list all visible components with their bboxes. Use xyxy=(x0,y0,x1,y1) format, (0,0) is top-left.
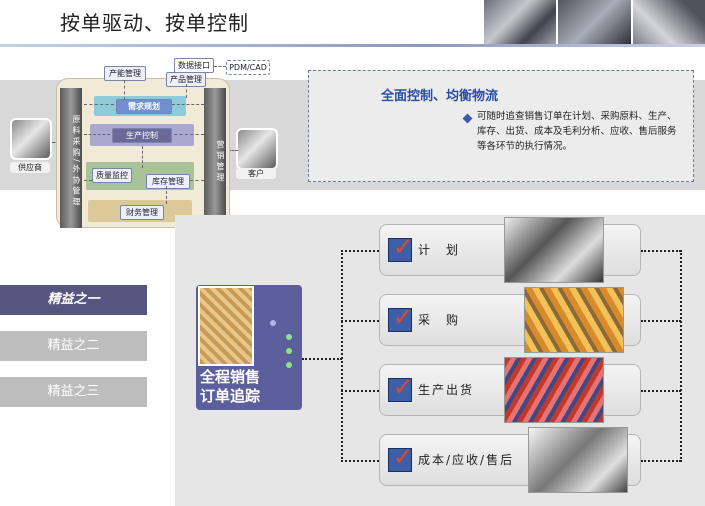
connector xyxy=(341,390,379,392)
checkbox-icon: ✓ xyxy=(388,233,413,262)
tab-lean-3[interactable]: 精益之三 xyxy=(0,377,147,407)
connector xyxy=(641,320,681,322)
pdm-module: PDM/CAD xyxy=(226,60,270,75)
checkbox-icon: ✓ xyxy=(388,373,413,402)
production-module: 生产控制 xyxy=(112,128,172,143)
warehouse-photo xyxy=(524,287,624,353)
inventory-module: 库存管理 xyxy=(146,174,190,189)
supplier-photo xyxy=(10,118,52,160)
header-photo xyxy=(632,0,705,44)
order-tracking-label: 全程销售 订单追踪 xyxy=(200,368,260,406)
bullet-diamond-icon xyxy=(462,113,473,124)
checkbox-icon: ✓ xyxy=(388,443,413,472)
connector xyxy=(341,460,379,462)
step-production: ✓ 生产出货 xyxy=(379,357,641,423)
flow-line xyxy=(166,186,167,204)
step-label: 计 划 xyxy=(418,243,461,257)
flow-line xyxy=(84,104,114,105)
data-interface-module: 数据接口 xyxy=(174,58,214,73)
marketing-pillar: 营销管理 xyxy=(204,88,226,228)
step-label: 生产出货 xyxy=(418,383,475,397)
flow-line xyxy=(174,134,204,135)
connector xyxy=(680,250,682,462)
header-photo xyxy=(558,0,631,44)
factory-photo xyxy=(504,357,604,423)
flow-line xyxy=(84,180,92,181)
indicator-dot xyxy=(286,334,292,340)
flow-line xyxy=(186,84,187,98)
indicator-dot xyxy=(286,348,292,354)
connector xyxy=(341,320,379,322)
connector xyxy=(341,250,379,252)
info-panel: 全面控制、均衡物流 可随时追查销售订单在计划、采购原料、生产、库存、出货、成本及… xyxy=(308,70,694,182)
flow-line xyxy=(190,180,204,181)
connector xyxy=(641,390,681,392)
header-photo-strip xyxy=(484,0,705,44)
header-photo xyxy=(484,0,557,44)
procurement-pillar: 原料采购/外协管理 xyxy=(60,88,82,228)
connector xyxy=(641,460,681,462)
finance-module: 财务管理 xyxy=(120,205,164,220)
tab-lean-2[interactable]: 精益之二 xyxy=(0,331,147,361)
customer-arrow xyxy=(228,150,238,151)
flow-line xyxy=(172,104,204,105)
flow-line xyxy=(124,80,125,100)
checkbox-icon: ✓ xyxy=(388,303,413,332)
page-title: 按单驱动、按单控制 xyxy=(60,11,249,35)
service-photo xyxy=(528,427,628,493)
customer-photo xyxy=(236,128,278,170)
step-label: 成本/应收/售后 xyxy=(418,453,515,467)
flow-line xyxy=(142,146,143,168)
connector xyxy=(641,250,681,252)
info-title: 全面控制、均衡物流 xyxy=(381,89,499,104)
planning-photo xyxy=(504,217,604,283)
demand-module: 需求规划 xyxy=(116,99,172,114)
indicator-dot xyxy=(270,320,276,326)
pdm-arrow xyxy=(214,66,226,67)
header: 按单驱动、按单控制 xyxy=(0,0,705,47)
keyboard-photo xyxy=(198,286,254,366)
capacity-module: 产能管理 xyxy=(104,66,146,81)
connector xyxy=(341,250,343,462)
supplier-label: 供应商 xyxy=(10,162,50,173)
tab-lean-1[interactable]: 精益之一 xyxy=(0,285,147,315)
step-plan: ✓ 计 划 xyxy=(379,217,641,283)
header-divider xyxy=(0,44,705,47)
step-cost: ✓ 成本/应收/售后 xyxy=(379,427,641,493)
quality-module: 质量监控 xyxy=(92,168,132,183)
connector xyxy=(302,358,342,360)
flow-line xyxy=(84,134,110,135)
customer-label: 客户 xyxy=(236,168,276,179)
step-purchase: ✓ 采 购 xyxy=(379,287,641,353)
order-tracking-line2: 订单追踪 xyxy=(200,387,261,405)
indicator-dot xyxy=(286,362,292,368)
info-text: 可随时追查销售订单在计划、采购原料、生产、库存、出货、成本及毛利分析、应收、售后… xyxy=(477,111,677,152)
step-label: 采 购 xyxy=(418,313,461,327)
order-tracking-line1: 全程销售 xyxy=(200,368,261,386)
